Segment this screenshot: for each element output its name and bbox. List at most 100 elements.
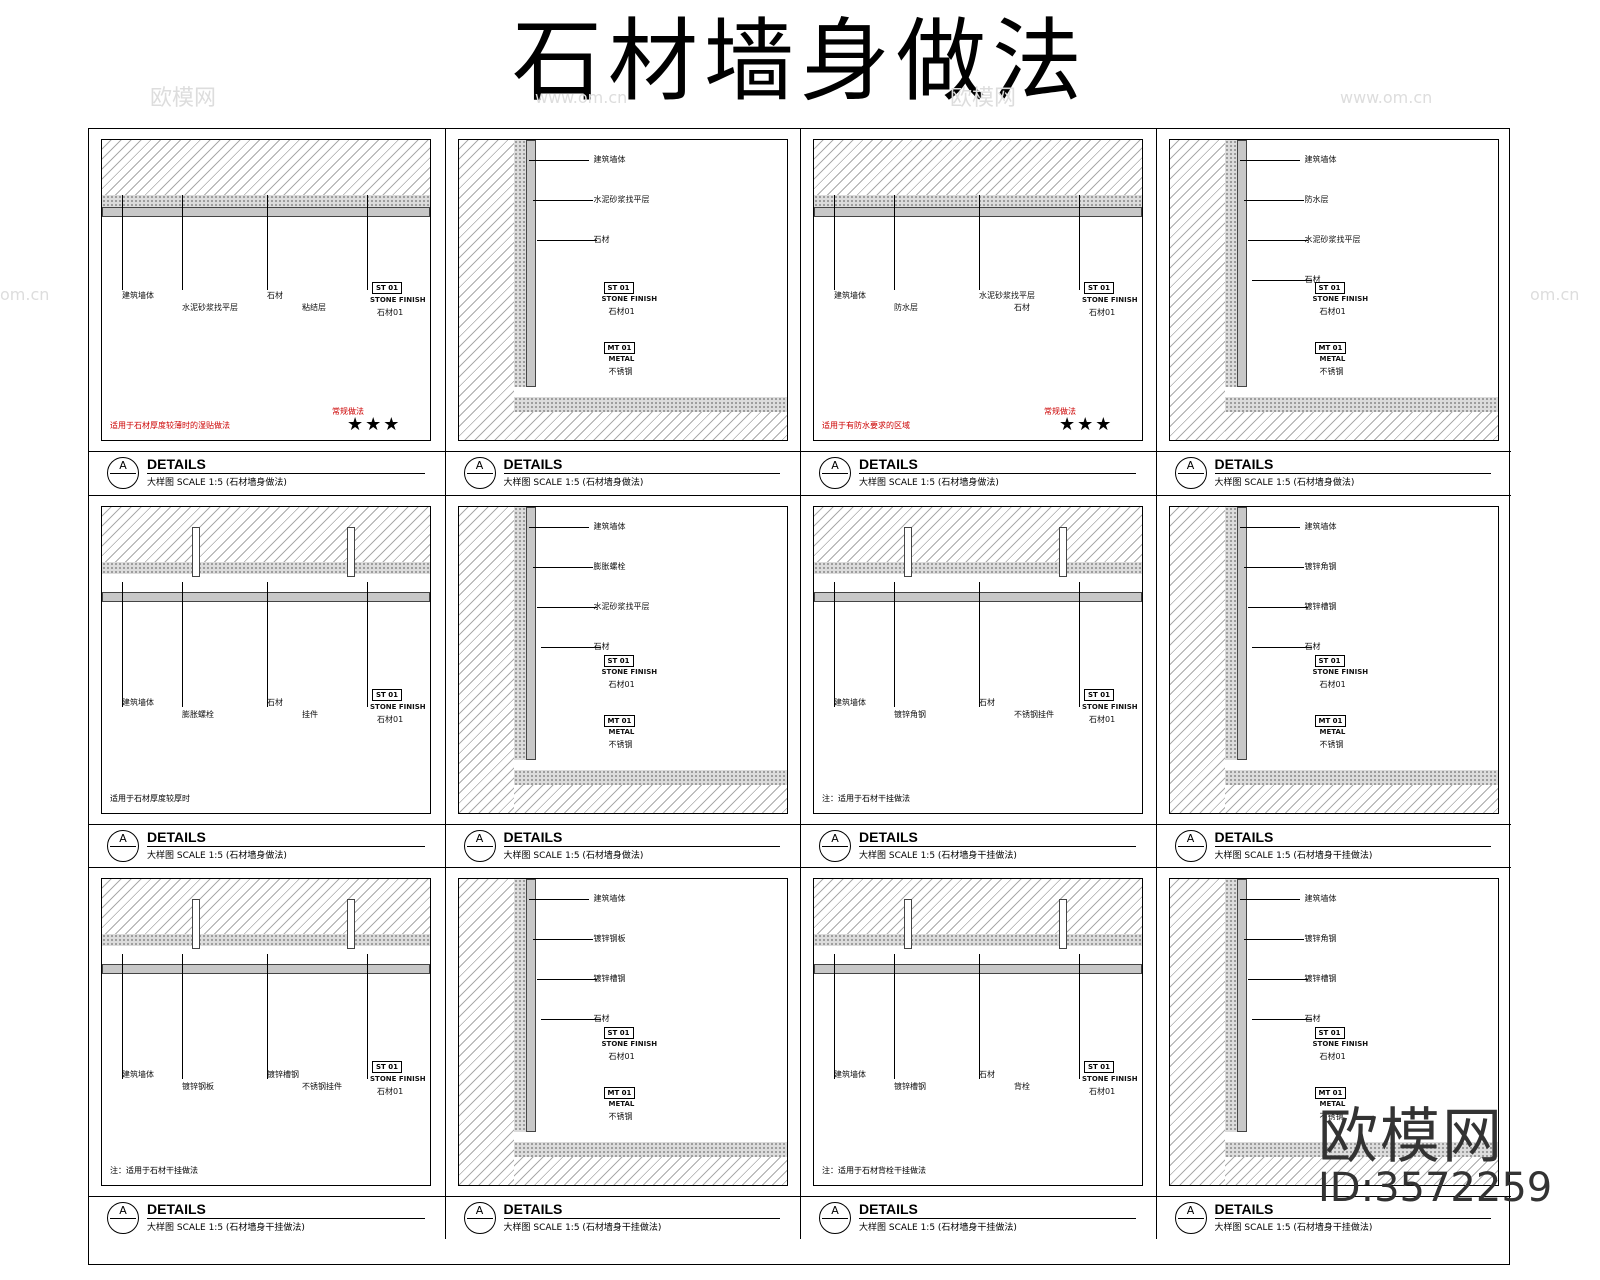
detail-heading: DETAILS — [147, 456, 206, 472]
stone-panel — [814, 964, 1142, 974]
callout-label: 防水层 — [1304, 195, 1329, 204]
detail-heading: DETAILS — [859, 456, 918, 472]
callout-label: 石材 — [1304, 1014, 1321, 1023]
anchor-bolt — [1059, 899, 1067, 949]
material-tag: ST 01 — [603, 1027, 634, 1039]
callout-label: 石材 — [593, 235, 610, 244]
leader-line — [1251, 1019, 1312, 1021]
callout-label: 水泥砂浆找平层 — [593, 602, 650, 611]
callout-label: 建筑墙体 — [593, 522, 626, 531]
watermark: 欧模网 — [150, 86, 217, 111]
material-tag-cn: 石材01 — [377, 308, 404, 317]
detail-heading: DETAILS — [859, 829, 918, 845]
concrete-wall-hatch — [1169, 507, 1225, 813]
metal-tag-name: METAL — [608, 1100, 635, 1108]
note-text: 适用于有防水要求的区域 — [822, 421, 910, 430]
detail-number-circle: A — [107, 1202, 139, 1234]
anchor-bolt — [904, 527, 912, 577]
heading-underline — [859, 1218, 1136, 1219]
heading-underline — [147, 846, 425, 847]
floor-screed — [1224, 770, 1498, 785]
anchor-bolt — [347, 527, 355, 577]
concrete-wall-hatch — [458, 140, 514, 440]
detail-subtitle: 大样图 SCALE 1:5 (石材墙身干挂做法) — [859, 1223, 1017, 1233]
leader-line — [979, 195, 980, 290]
brand-logo: 欧模网 — [1318, 1102, 1504, 1172]
leader-line — [528, 899, 589, 901]
detail-heading: DETAILS — [503, 456, 563, 472]
leader-line — [536, 240, 597, 242]
metal-tag: MT 01 — [1314, 342, 1347, 354]
material-tag: ST 01 — [1084, 1061, 1114, 1073]
callout-label: 建筑墙体 — [1304, 894, 1337, 903]
floor-screed — [513, 770, 787, 785]
anchor-bolt — [192, 899, 200, 949]
material-tag: ST 01 — [1084, 282, 1114, 294]
anchor-bolt — [192, 527, 200, 577]
concrete-wall-hatch — [1169, 140, 1225, 440]
detail-number-circle: A — [107, 830, 139, 862]
leader-line — [979, 582, 980, 707]
leader-line — [1239, 527, 1300, 529]
detail-number-circle: A — [819, 1202, 851, 1234]
material-tag: ST 01 — [1084, 689, 1114, 701]
stone-panel — [814, 207, 1142, 217]
detail-number-circle: A — [1174, 457, 1207, 489]
material-tag-cn: 石材01 — [377, 715, 404, 724]
callout-label: 镀锌槽钢 — [267, 1070, 299, 1079]
detail-number-circle: A — [107, 457, 139, 489]
metal-tag: MT 01 — [603, 715, 636, 727]
callout-label: 建筑墙体 — [122, 698, 154, 707]
heading-underline — [1214, 846, 1491, 847]
detail-number-circle: A — [1174, 1202, 1207, 1234]
metal-tag: MT 01 — [603, 342, 636, 354]
metal-tag-name: METAL — [1319, 1100, 1346, 1108]
detail-number-circle: A — [463, 1202, 496, 1234]
material-tag-name: STONE FINISH — [601, 668, 658, 676]
concrete-wall-hatch — [102, 140, 430, 195]
callout-label: 防水层 — [894, 303, 918, 312]
callout-label: 镀锌钢板 — [182, 1082, 214, 1091]
anchor-bolt — [904, 899, 912, 949]
metal-tag-cn: 不锈钢 — [1319, 740, 1344, 749]
floor-slab-hatch — [513, 1157, 787, 1185]
detail-subtitle: 大样图 SCALE 1:5 (石材墙身干挂做法) — [147, 1223, 305, 1233]
leader-line — [1079, 195, 1080, 290]
leader-line — [540, 647, 601, 649]
stone-panel — [525, 879, 536, 1132]
metal-tag-cn: 不锈钢 — [1319, 1112, 1344, 1121]
material-tag-cn: 石材01 — [1089, 1087, 1116, 1096]
concrete-wall-hatch — [102, 879, 430, 934]
detail-heading: DETAILS — [503, 829, 563, 845]
stone-panel — [525, 140, 536, 387]
metal-tag-name: METAL — [1319, 728, 1346, 736]
leader-line — [1251, 647, 1312, 649]
leader-line — [122, 195, 123, 290]
detail-subtitle: 大样图 SCALE 1:5 (石材墙身干挂做法) — [859, 851, 1017, 861]
mortar-layer — [102, 934, 430, 946]
detail-number-circle: A — [1174, 830, 1207, 862]
callout-label: 石材 — [267, 698, 283, 707]
metal-tag: MT 01 — [603, 1087, 636, 1099]
callout-label: 镀锌角钢 — [1304, 934, 1337, 943]
heading-underline — [503, 473, 780, 474]
material-tag: ST 01 — [1314, 1027, 1345, 1039]
watermark: 欧模网 — [950, 86, 1017, 111]
callout-label: 镀锌槽钢 — [894, 1082, 926, 1091]
leader-line — [367, 195, 368, 290]
concrete-wall-hatch — [458, 879, 514, 1185]
heading-underline — [1214, 1218, 1491, 1219]
callout-label: 镀锌钢板 — [593, 934, 626, 943]
material-tag-name: STONE FINISH — [1312, 295, 1369, 303]
